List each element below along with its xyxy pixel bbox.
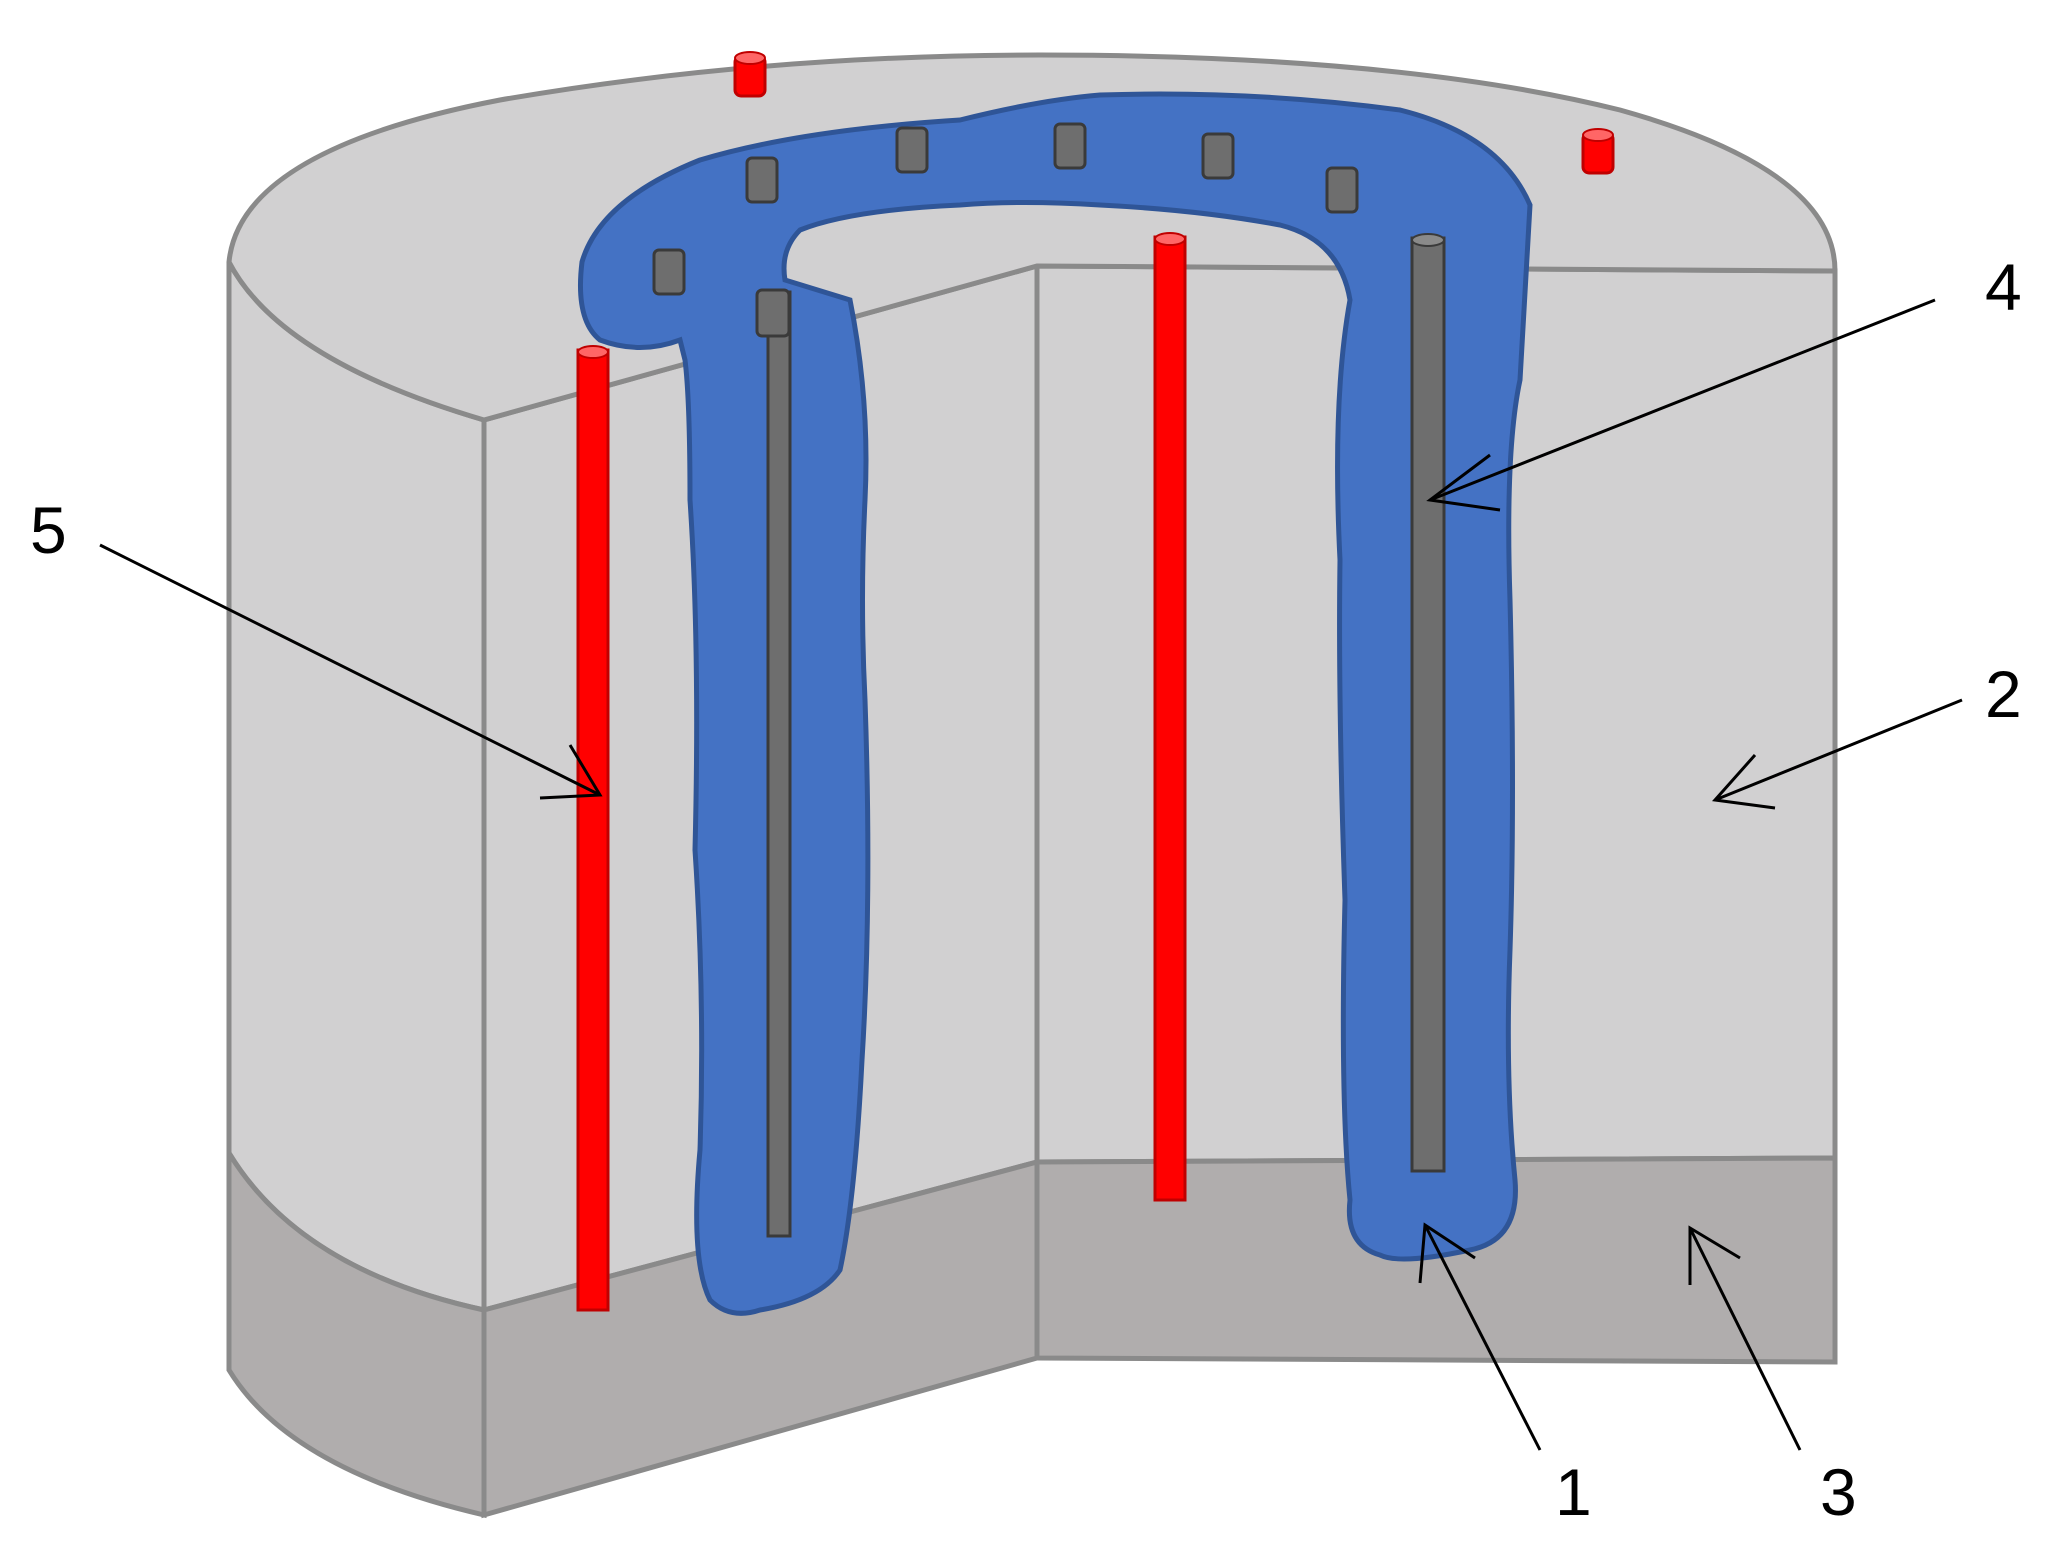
arrow-1-line [1423, 1224, 1542, 1451]
electrodes [652, 122, 1446, 1238]
electrode-stub-4 [1053, 122, 1087, 170]
arrow-3-head [1688, 1225, 1741, 1285]
callout-1: 1 [1555, 1455, 1592, 1529]
arrow-3-line [1688, 1227, 1802, 1451]
red-rod-center [1153, 235, 1187, 1202]
plume-region [577, 91, 1533, 1316]
cylinder-left-side [226, 260, 487, 1314]
electrode-stub-1 [652, 248, 686, 296]
arrow-5-line [99, 543, 601, 797]
electrode-stub-6 [1325, 166, 1359, 214]
arrow-5-head [539, 744, 603, 800]
cylinder-body [226, 52, 1838, 1519]
callout-5: 5 [30, 493, 67, 567]
callout-3: 3 [1820, 1455, 1857, 1529]
electrode-stub-3 [895, 126, 929, 174]
callout-4: 4 [1985, 250, 2022, 324]
electrode-long-right [1410, 236, 1446, 1173]
arrow-4-head [1426, 453, 1501, 512]
callout-labels: 4 5 2 1 3 [30, 250, 2022, 1529]
red-rods [576, 51, 1615, 1312]
callout-arrows [99, 298, 1963, 1451]
arrow-1-head [1418, 1222, 1476, 1284]
arrow-2-head [1712, 754, 1776, 810]
arrow-4-line [1429, 298, 1936, 502]
red-rod-left-top [577, 345, 609, 359]
red-rod-center-top [1154, 232, 1186, 246]
red-pin-top-right-cap [1582, 128, 1614, 142]
red-rod-left [576, 348, 610, 1312]
electrode-long-left [766, 290, 792, 1238]
callout-2: 2 [1985, 657, 2022, 731]
arrow-2-line [1714, 698, 1963, 802]
right-cut-base [1034, 1155, 1838, 1365]
electrode-stub-2 [745, 156, 779, 204]
red-pin-top-left-cap [734, 51, 766, 65]
electrode-stub-5 [1201, 132, 1235, 180]
electrode-stub-7 [755, 288, 791, 338]
electrode-long-right-top [1411, 233, 1445, 247]
